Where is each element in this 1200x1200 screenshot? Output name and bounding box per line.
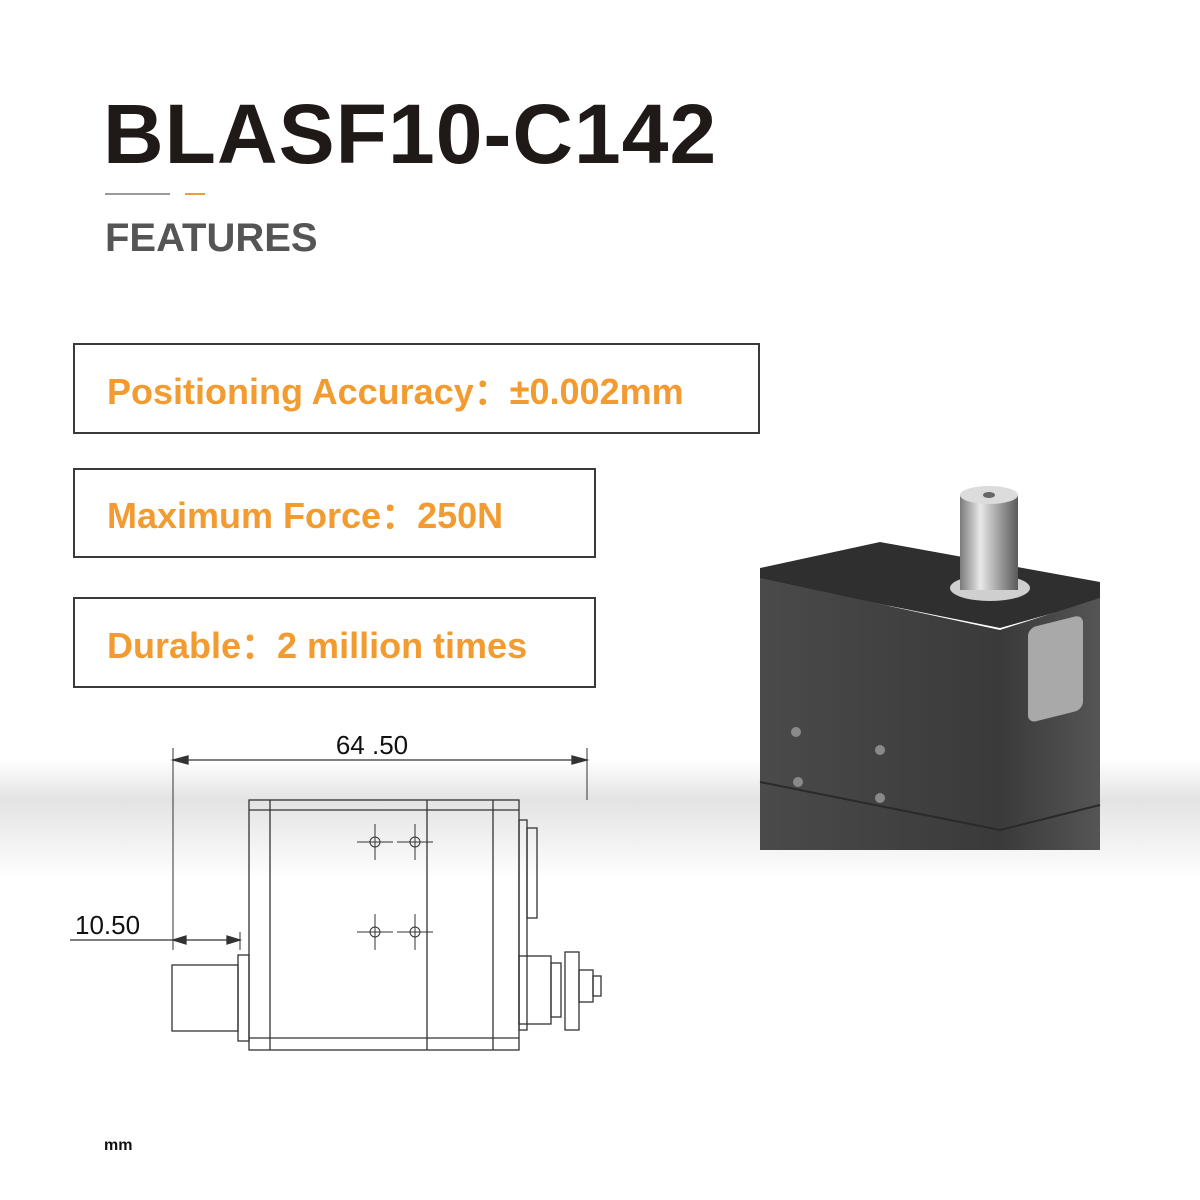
product-model-title: BLASF10-C142 [103, 87, 718, 181]
title-divider [105, 193, 170, 195]
width-dimension-label: 64 .50 [336, 730, 408, 760]
features-heading: FEATURES [105, 216, 318, 260]
title-divider-accent [185, 193, 205, 195]
unit-label: mm [104, 1137, 133, 1154]
technical-drawing: 64 .50 10.50 [70, 730, 602, 1051]
offset-dimension-label: 10.50 [75, 910, 140, 940]
product-image [759, 486, 1101, 850]
feature-durability: Durable：2 million times [73, 597, 596, 688]
feature-positioning-accuracy: Positioning Accuracy：±0.002mm [73, 343, 760, 434]
feature-maximum-force: Maximum Force：250N [73, 468, 596, 558]
